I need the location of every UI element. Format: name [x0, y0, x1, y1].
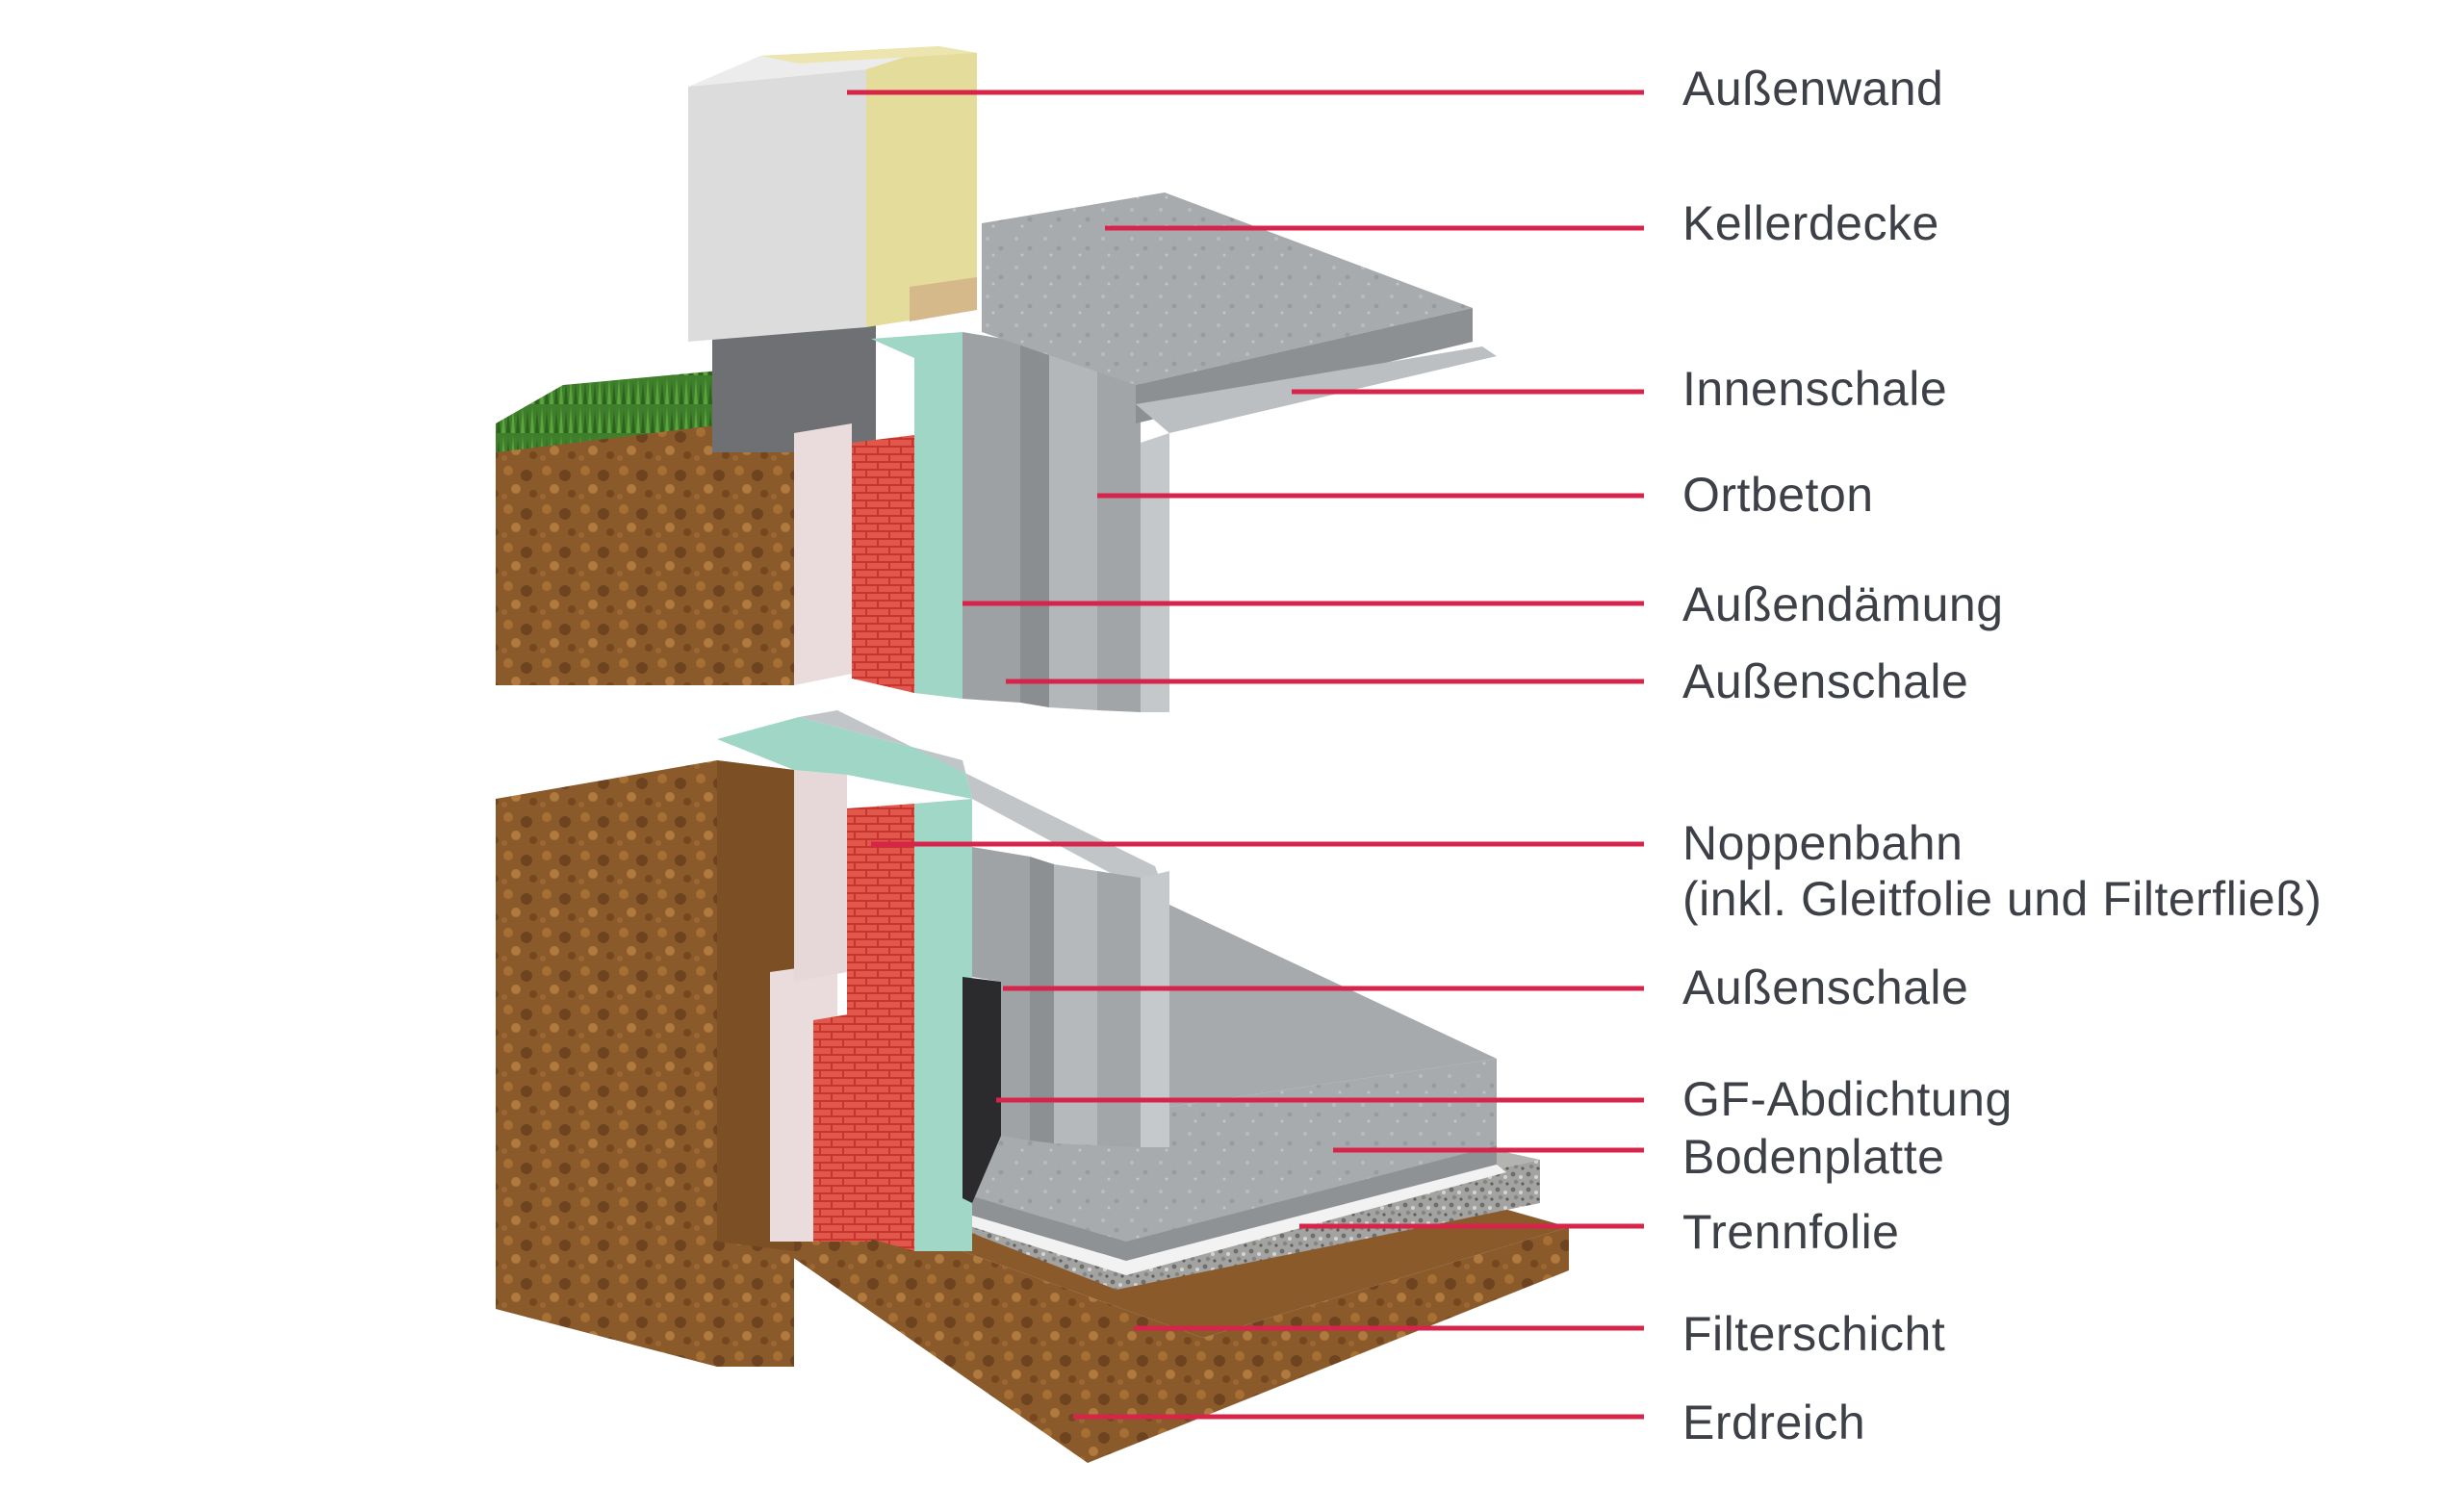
label-aussenschale-2: Außenschale [1682, 961, 1969, 1014]
label-aussenschale-1: Außenschale [1682, 654, 1969, 708]
upper-green-insulation [871, 332, 982, 699]
leader-lines [847, 90, 1644, 1420]
lower-green-insulation [914, 799, 972, 1251]
upper-cast-concrete [1049, 348, 1097, 710]
lower-soil-base [722, 1165, 1569, 1463]
upper-outer-shell [962, 332, 1020, 703]
label-noppenbahn: Noppenbahn [1682, 816, 1964, 870]
upper-inner-shell [1097, 358, 1141, 712]
label-noppenbahn-note: (inkl. Gleitfolie und Filterfließ) [1682, 872, 2323, 926]
lower-insulation-top [717, 717, 972, 799]
upper-brick-strip [852, 435, 914, 693]
floor-slab-top [962, 1059, 1497, 1242]
lower-inner-shell [1097, 871, 1141, 1147]
lower-cast-concrete [1054, 864, 1097, 1145]
lower-section [496, 710, 1569, 1463]
wall-insulation-base [910, 277, 977, 321]
lower-plaster-upper [794, 770, 847, 982]
label-aussenwand: Außenwand [1682, 62, 1944, 115]
ceiling-slab-top [982, 192, 1473, 385]
label-trennfolie: Trennfolie [1682, 1205, 1900, 1259]
label-aussendaemung: Außendämung [1682, 577, 2004, 631]
label-filterschicht: Filterschicht [1682, 1307, 1946, 1361]
upper-soil-block [496, 406, 794, 685]
upper-outer-shell-2 [1020, 342, 1049, 707]
label-kellerdecke: Kellerdecke [1682, 196, 1939, 250]
upper-inner-shell-side [1141, 433, 1169, 712]
lower-outer-shell-2 [1030, 857, 1054, 1143]
wall-insulation-top [760, 46, 977, 64]
aerated-block-front [688, 69, 866, 342]
lower-brick-lower [813, 1011, 871, 1242]
lower-inner-shell-side [1141, 871, 1169, 1147]
wall-insulation-side [866, 46, 977, 327]
label-erdreich: Erdreich [1682, 1396, 1866, 1449]
lower-outer-shell [972, 847, 1030, 1140]
label-ortbeton: Ortbeton [1682, 468, 1874, 522]
upper-plaster-face [794, 423, 852, 685]
label-innenschale: Innenschale [1682, 362, 1948, 416]
gf-sealing [962, 977, 1001, 1203]
upper-section [496, 46, 1497, 712]
label-gf-abdichtung: GF-Abdichtung [1682, 1072, 2013, 1126]
label-bodenplatte: Bodenplatte [1682, 1130, 1945, 1184]
floor-slab-plane [1169, 905, 1497, 1107]
